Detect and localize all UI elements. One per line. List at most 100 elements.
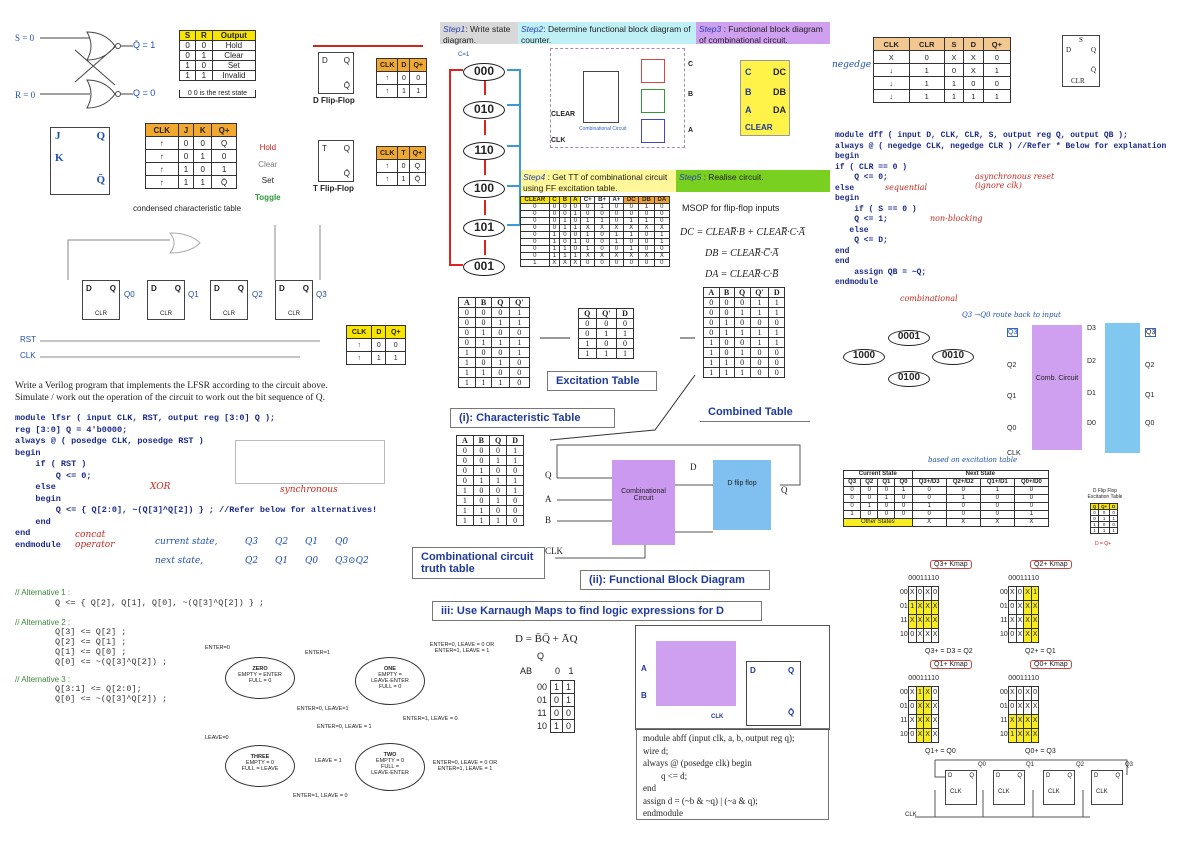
note-comb: combinational bbox=[900, 294, 958, 303]
row-label: 01 bbox=[537, 695, 548, 705]
row-label: 11 bbox=[1000, 717, 1008, 724]
d-exc-eq: D = Q+ bbox=[1095, 541, 1112, 547]
kmap-cell: X bbox=[915, 699, 925, 715]
kmap-cell: X bbox=[1023, 685, 1032, 701]
pin-d: D bbox=[750, 666, 756, 675]
table-cell: 0 bbox=[703, 297, 720, 308]
column-header: Q bbox=[578, 308, 597, 319]
table-cell: 0 bbox=[409, 71, 427, 85]
pin-qbar: Q̄ bbox=[788, 708, 795, 717]
cell: 1 bbox=[550, 719, 564, 733]
row-label: 10 bbox=[1000, 631, 1008, 638]
code-line: module lfsr ( input CLK, RST, output reg… bbox=[15, 413, 276, 423]
alt-title: // Alternative 2 : bbox=[15, 618, 71, 627]
val: Q0 bbox=[304, 556, 319, 566]
table-cell: ↑ bbox=[145, 162, 179, 176]
qbar-label: Q̄ = 1 bbox=[133, 40, 156, 50]
state-000: 000 bbox=[463, 63, 505, 81]
kmap-cell: X bbox=[907, 713, 917, 729]
code-line: always @ ( negedge CLK, negedge CLR ) //… bbox=[835, 141, 1167, 151]
column-header: R bbox=[195, 30, 213, 41]
nor-latch-diagram bbox=[40, 31, 133, 109]
kmap-cell: X bbox=[1023, 613, 1032, 629]
step-tag: Step3 bbox=[699, 24, 722, 34]
pin-q: Q bbox=[237, 284, 244, 293]
table-cell: 1 bbox=[506, 475, 524, 486]
col-label: 11 bbox=[923, 574, 932, 582]
table-cell: 0 bbox=[548, 217, 561, 225]
cell: X bbox=[1013, 518, 1050, 527]
in-q3: Q3 bbox=[1007, 328, 1019, 337]
table-cell: 0 bbox=[580, 259, 596, 267]
column-header: S bbox=[178, 30, 197, 41]
kmap-cell: 1 bbox=[1030, 585, 1040, 601]
pin-qbar: Q̄ bbox=[96, 174, 105, 186]
edge-label: ENTER=1, LEAVE = 0 bbox=[293, 793, 348, 799]
out-q0: Q0 bbox=[978, 762, 987, 768]
table-cell: 1 bbox=[211, 162, 237, 176]
column-header: A+ bbox=[608, 196, 625, 204]
state-line: LEAVE·ENTER bbox=[371, 678, 409, 684]
code-line: if ( S == 0 ) bbox=[835, 204, 917, 214]
table-cell: 1 bbox=[506, 485, 524, 496]
table-cell: 1 bbox=[508, 337, 531, 348]
cell: 0 bbox=[550, 706, 564, 720]
s-label: S = 0 bbox=[15, 33, 35, 43]
column-header: CLR bbox=[908, 37, 945, 51]
pin-qbar: Q̄ bbox=[343, 169, 350, 178]
table-cell: 1 bbox=[491, 377, 510, 388]
table-cell: ↓ bbox=[873, 76, 910, 90]
table-cell: 1 bbox=[548, 238, 561, 246]
step-tag: Step1 bbox=[443, 24, 466, 34]
table-cell: 1 bbox=[653, 238, 671, 246]
note-clear: Clear bbox=[258, 159, 278, 169]
pin-clk: CLK bbox=[998, 789, 1010, 795]
table-cell: 1 bbox=[559, 245, 571, 253]
note-xor: XOR bbox=[150, 482, 171, 492]
column-header: Q1 bbox=[877, 478, 896, 487]
step5-header: Step5 : Realise circuit. bbox=[676, 170, 830, 192]
code-line: begin bbox=[835, 194, 860, 203]
kmap-cell: X bbox=[1015, 699, 1025, 715]
table-cell: 0 bbox=[508, 357, 531, 368]
table-cell: 1 bbox=[472, 505, 490, 516]
table-cell: 1 bbox=[749, 297, 770, 308]
table-cell: 1 bbox=[385, 351, 406, 365]
col-label: 01 bbox=[1016, 674, 1024, 682]
table-cell: 0 bbox=[458, 317, 476, 328]
out-da: DA bbox=[773, 105, 786, 115]
table-cell: 1 bbox=[943, 89, 965, 103]
table-cell: 1 bbox=[177, 162, 195, 176]
table-cell: 0 bbox=[608, 217, 625, 225]
table-cell: 0 bbox=[594, 259, 610, 267]
code-line: q <= d; bbox=[643, 770, 688, 781]
table-cell: 1 bbox=[638, 203, 655, 211]
step-text: : Realise circuit. bbox=[701, 172, 764, 182]
cell: 0 bbox=[562, 719, 576, 733]
table-cell: 0 bbox=[569, 217, 582, 225]
column-header: B bbox=[472, 435, 490, 446]
column-header: T bbox=[397, 146, 410, 160]
table-cell: 1 bbox=[491, 357, 510, 368]
col-label: 11 bbox=[1023, 574, 1032, 582]
table-cell: 1 bbox=[594, 217, 610, 225]
kmap-cell: X bbox=[1015, 727, 1025, 743]
kmap-cell: 0 bbox=[907, 699, 917, 715]
table-cell: 1 bbox=[911, 502, 947, 511]
column-header: Q0+/D0 bbox=[1013, 478, 1050, 487]
note-next: next state, bbox=[155, 556, 204, 566]
table-cell: X bbox=[653, 252, 671, 260]
code-line: begin bbox=[15, 447, 41, 458]
table-cell: 0 bbox=[703, 317, 720, 328]
functional-block-diagram: Combinational Circuit D flip flop Q A B … bbox=[545, 440, 805, 565]
